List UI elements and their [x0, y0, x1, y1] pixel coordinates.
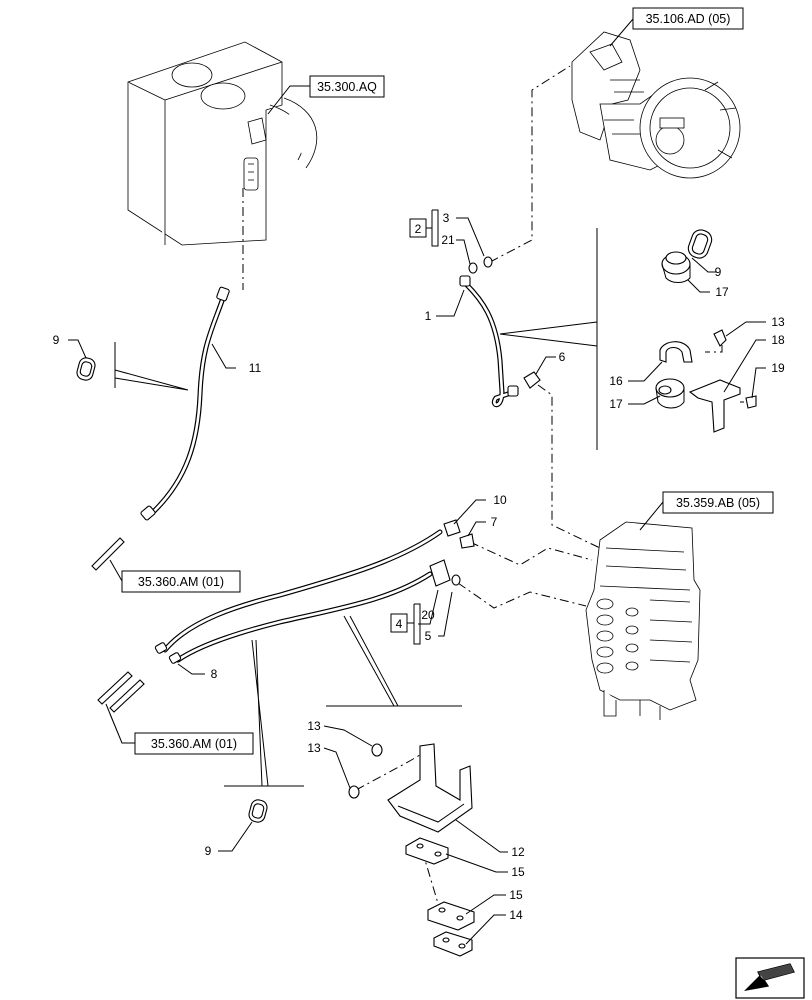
plate-14: [433, 931, 473, 957]
leader-lines: [68, 18, 766, 945]
reference-label-35359ab[interactable]: 35.359.AB (05): [676, 496, 760, 510]
tube-1: [459, 275, 519, 408]
hose-10: [162, 529, 443, 653]
callout-21: 21: [441, 233, 455, 247]
fittings: [154, 256, 541, 664]
callout-16: 16: [609, 374, 623, 388]
reference-box-35106ad[interactable]: [632, 7, 744, 30]
bracket-12: [387, 743, 473, 833]
callout-15-upper: 15: [511, 865, 525, 879]
pump-drawing: [571, 31, 741, 179]
callout-9-left: 9: [53, 333, 60, 347]
connection-lines: [242, 65, 744, 911]
callout-7: 7: [491, 515, 498, 529]
reference-box-35360am-lower[interactable]: [134, 732, 254, 755]
callout-6: 6: [559, 350, 566, 364]
callout-18: 18: [771, 333, 785, 347]
callout-13-upper: 13: [307, 719, 321, 733]
plug-17-upper: [661, 251, 691, 283]
callout-11: 11: [249, 361, 262, 375]
hose-ends: [91, 537, 145, 713]
callout-1: 1: [425, 309, 432, 323]
section-marks: [114, 228, 598, 787]
callout-10: 10: [493, 493, 507, 507]
callout-20: 20: [421, 608, 435, 622]
bolts: [348, 329, 757, 799]
kit-number-4: 4: [396, 617, 403, 631]
reference-label-35300aq[interactable]: 35.300.AQ: [317, 80, 377, 94]
reference-label-35360am-lower[interactable]: 35.360.AM (01): [151, 737, 237, 751]
hose-8: [175, 571, 433, 663]
reference-box-35300aq[interactable]: [309, 75, 385, 98]
plug-17-lower: [655, 378, 685, 409]
kit-number-2: 2: [415, 222, 422, 236]
reference-box-35359ab[interactable]: [662, 491, 774, 514]
kit-bracket-a: [409, 209, 439, 247]
hose-11: [140, 286, 230, 521]
reference-label-35106ad[interactable]: 35.106.AD (05): [646, 12, 731, 26]
plate-15-b: [427, 901, 475, 931]
callout-17-lower: 17: [609, 397, 623, 411]
bracket-18: [688, 379, 741, 433]
plate-15-a: [405, 837, 449, 865]
callout-13-lower: 13: [307, 741, 321, 755]
callout-9-bottom: 9: [205, 844, 212, 858]
clamp-16: [659, 341, 693, 363]
callout-14: 14: [509, 908, 523, 922]
hydraulic-tank-drawing: [127, 41, 318, 246]
kit-bracket-b: [390, 603, 421, 645]
callout-9-upper: 9: [715, 265, 722, 279]
reference-box-35360am-upper[interactable]: [121, 570, 241, 593]
callout-5: 5: [425, 629, 432, 643]
callout-17-upper: 17: [715, 285, 729, 299]
arrow-icon[interactable]: [735, 957, 805, 999]
callout-12: 12: [511, 845, 525, 859]
callout-13-right: 13: [771, 315, 785, 329]
o-rings: [76, 229, 713, 823]
callout-15-lower: 15: [509, 888, 523, 902]
control-valve-drawing: [585, 521, 701, 720]
callout-8: 8: [211, 667, 218, 681]
reference-label-35360am-upper[interactable]: 35.360.AM (01): [138, 575, 224, 589]
callout-19: 19: [771, 361, 785, 375]
callout-3: 3: [443, 211, 450, 225]
